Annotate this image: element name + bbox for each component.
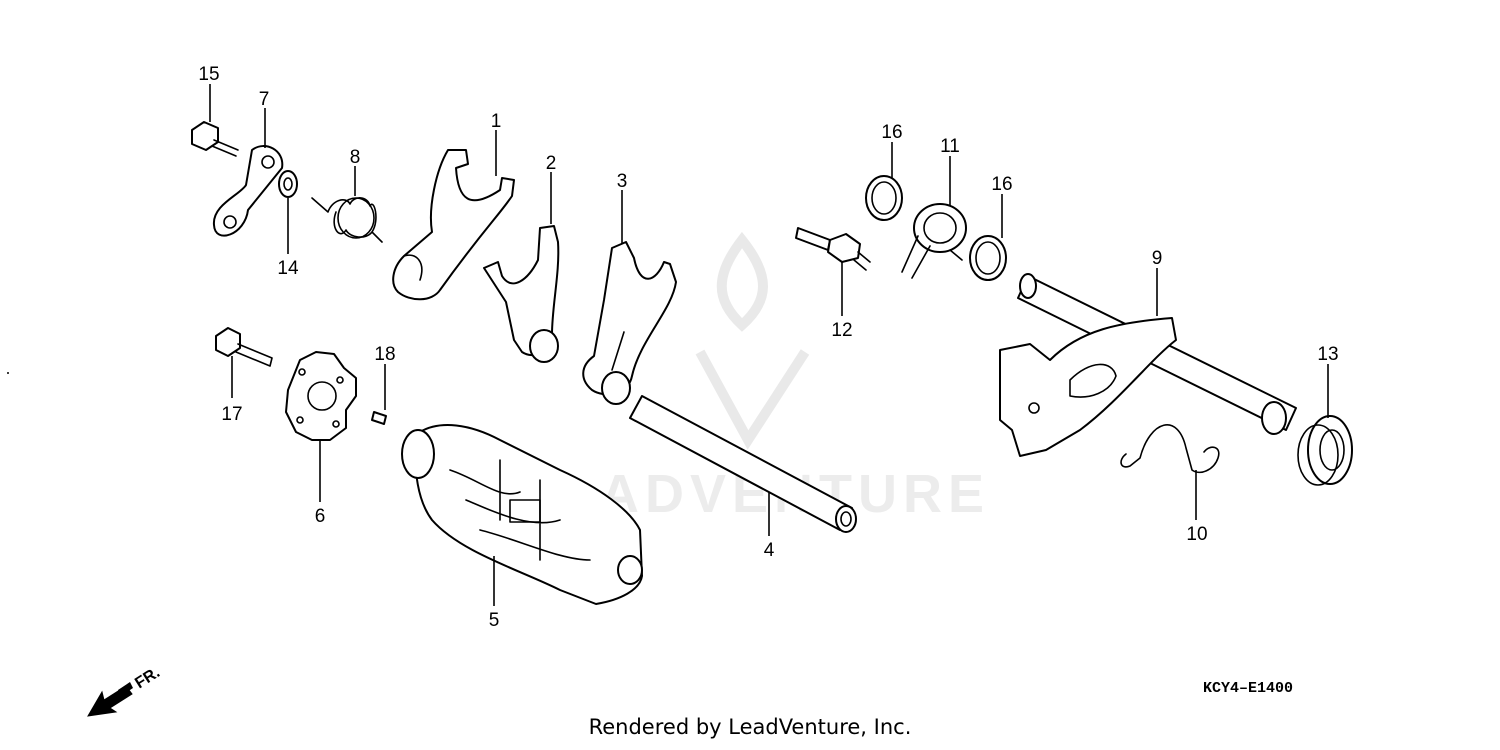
callout-2: 2 <box>546 153 557 174</box>
front-label: FR. <box>132 664 163 692</box>
callout-8: 8 <box>350 147 361 168</box>
callout-18: 18 <box>374 344 395 365</box>
front-arrow: FR. <box>87 664 163 717</box>
callout-3: 3 <box>617 171 628 192</box>
callout-5: 5 <box>489 610 500 631</box>
part-18-pin[interactable] <box>371 411 387 425</box>
part-8-spring[interactable] <box>311 197 383 243</box>
callout-11: 11 <box>940 136 960 157</box>
speck <box>7 372 9 374</box>
part-4-shaft[interactable] <box>629 395 857 533</box>
callout-10: 10 <box>1186 524 1207 545</box>
callout-15: 13 <box>1317 344 1338 365</box>
part-13-bolt[interactable] <box>191 121 239 157</box>
callout-1: 1 <box>491 111 502 132</box>
callout-9: 9 <box>1152 248 1163 269</box>
callout-16-left: 16 <box>881 122 902 143</box>
callout-labels: 15 7 8 14 1 2 3 4 5 6 18 17 16 11 16 12 … <box>198 64 1338 631</box>
callout-7: 7 <box>259 89 270 110</box>
part-16-circlip-right[interactable] <box>969 235 1007 281</box>
part-2-shift-fork[interactable] <box>483 225 560 363</box>
callout-16-right: 16 <box>991 174 1012 195</box>
callout-17: 17 <box>221 404 242 425</box>
callout-4: 4 <box>764 540 775 561</box>
part-11-spring[interactable] <box>901 203 967 279</box>
part-14-washer[interactable] <box>278 170 298 198</box>
part-10-return-spring[interactable] <box>1120 424 1220 474</box>
part-7-arm[interactable] <box>212 145 284 237</box>
part-6-drum-plate[interactable] <box>285 351 357 441</box>
part-12-stud-bolt[interactable] <box>795 227 871 271</box>
part-9-shift-spindle[interactable] <box>999 273 1297 457</box>
callout-14: 14 <box>277 258 299 279</box>
part-1-shift-fork[interactable] <box>392 149 515 301</box>
part-17-bolt[interactable] <box>215 327 273 367</box>
part-16-circlip-left[interactable] <box>865 175 903 221</box>
leader-lines <box>209 84 1329 606</box>
callout-13: 15 <box>198 64 219 85</box>
part-3-shift-fork[interactable] <box>582 241 677 405</box>
part-15-oil-seal[interactable] <box>1297 415 1353 486</box>
footer-credit: Rendered by LeadVenture, Inc. <box>588 715 912 739</box>
callout-12: 12 <box>831 320 852 341</box>
diagram-code: KCY4–E1400 <box>1203 680 1293 697</box>
callout-6: 6 <box>315 506 326 527</box>
part-5-shift-drum[interactable] <box>401 424 643 605</box>
